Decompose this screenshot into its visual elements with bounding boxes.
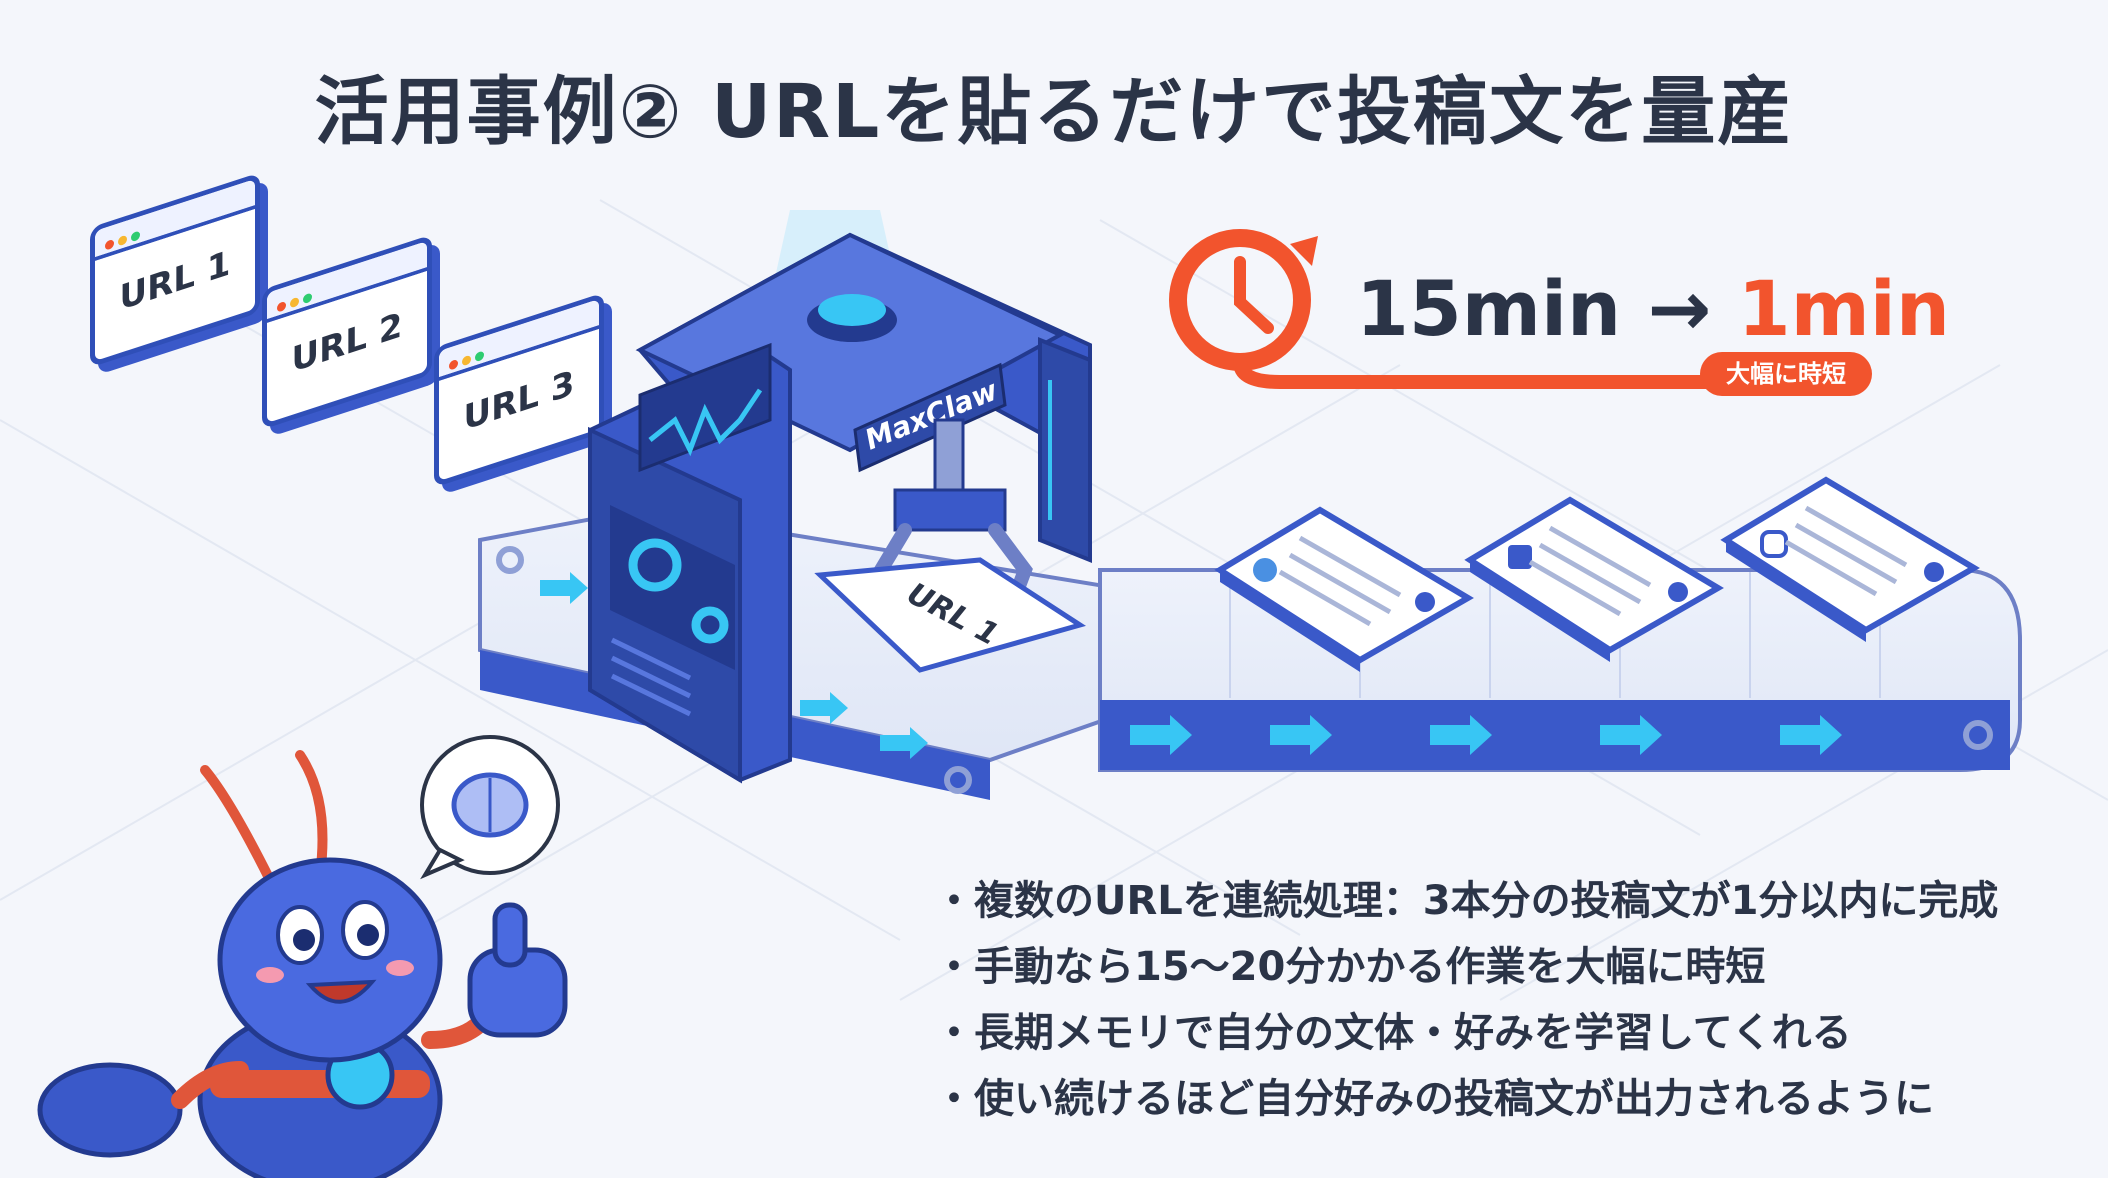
timer-from: 15min <box>1356 264 1622 353</box>
output-card-twitter <box>1214 506 1474 672</box>
gear-icon <box>628 538 729 644</box>
output-card-facebook <box>1464 496 1724 662</box>
facebook-icon <box>1508 545 1532 569</box>
bullet-item: ・手動なら15〜20分かかる作業を大幅に時短 <box>934 944 1766 990</box>
bullet-item: ・長期メモリで自分の文体・好みを学習してくれる <box>934 1010 1852 1056</box>
page-title: 活用事例② URLを貼るだけで投稿文を量産 <box>314 69 1794 155</box>
bullet-item: ・複数のURLを連続処理：3本分の投稿文が1分以内に完成 <box>934 878 1999 924</box>
time-saving-badge: 大幅に時短 <box>1700 352 1872 396</box>
feature-bullets: ・複数のURLを連続処理：3本分の投稿文が1分以内に完成 ・手動なら15〜20分… <box>934 868 1998 1132</box>
timer-comparison: 15min → 1min <box>1356 264 1950 353</box>
bullet-item: ・使い続けるほど自分好みの投稿文が出力されるように <box>934 1076 1934 1122</box>
gear-icon <box>496 546 1993 794</box>
timer-arrow: → <box>1647 264 1712 353</box>
belt-arrows <box>540 572 1842 759</box>
output-card-instagram <box>1720 476 1980 642</box>
timer-to: 1min <box>1737 264 1950 353</box>
twitter-icon <box>1253 558 1277 582</box>
